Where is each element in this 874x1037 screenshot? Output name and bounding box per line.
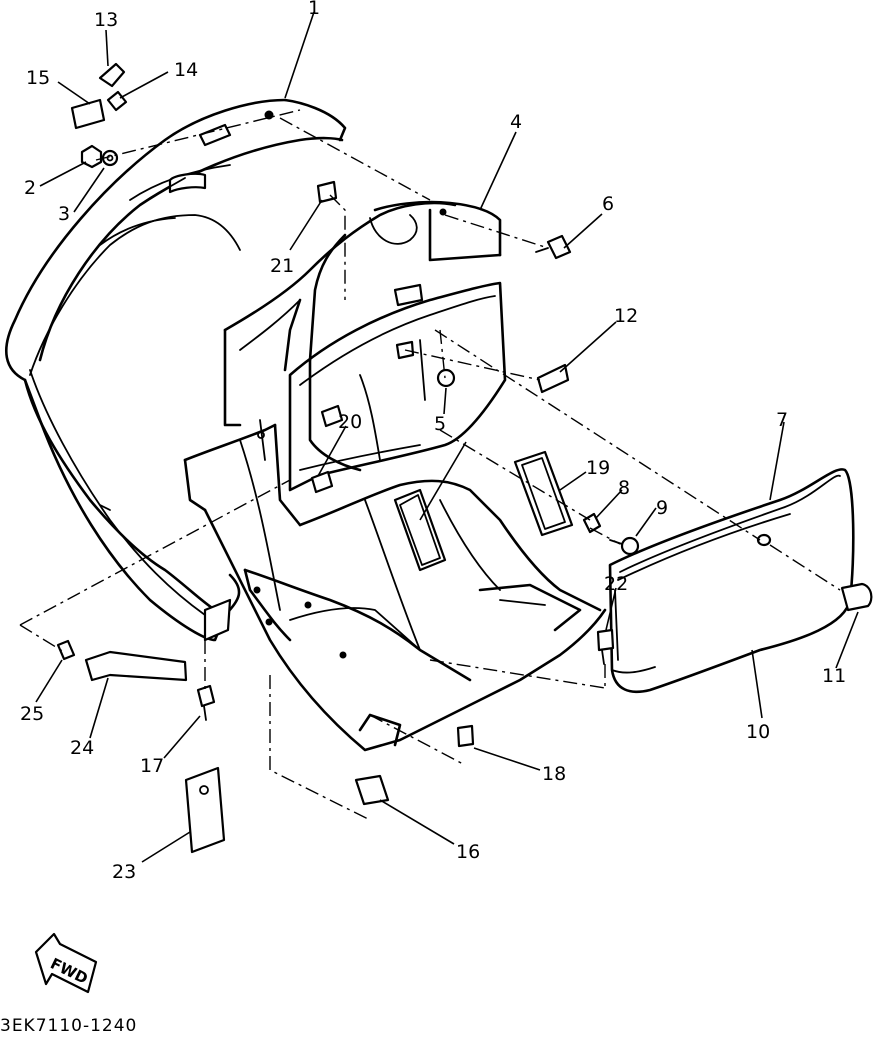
bracket-24 — [84, 650, 188, 682]
callout-12: 12 — [614, 305, 638, 327]
callout-5: 5 — [434, 413, 446, 435]
fwd-arrow-icon: FWD — [34, 932, 98, 994]
knob-11 — [840, 582, 873, 612]
callout-20: 20 — [338, 411, 362, 433]
callout-24: 24 — [70, 737, 94, 759]
grommet-5 — [436, 368, 456, 388]
clip-16 — [354, 774, 390, 806]
callout-13: 13 — [94, 9, 118, 31]
callout-10: 10 — [746, 721, 770, 743]
callout-17: 17 — [140, 755, 164, 777]
callout-22: 22 — [604, 573, 628, 595]
callout-19: 19 — [586, 457, 610, 479]
callout-23: 23 — [112, 861, 136, 883]
fastener-14 — [106, 90, 128, 112]
pad-23 — [184, 766, 226, 854]
bolt-18 — [456, 724, 475, 748]
callout-2: 2 — [24, 177, 36, 199]
callout-15: 15 — [26, 67, 50, 89]
screw-6 — [546, 234, 572, 260]
clip-13 — [98, 62, 126, 88]
plate-15 — [70, 98, 106, 130]
drawing-code: 3EK7110-1240 — [0, 1016, 138, 1036]
screw-25 — [56, 639, 76, 661]
clip-20 — [320, 404, 344, 428]
callout-11: 11 — [822, 665, 846, 687]
callout-6: 6 — [602, 193, 614, 215]
callout-3: 3 — [58, 203, 70, 225]
hardware-parts — [56, 62, 873, 854]
nut-2 — [80, 144, 103, 169]
leader-lines — [35, 11, 859, 863]
screw-9 — [620, 536, 640, 556]
seal-19 — [513, 450, 574, 537]
callout-21: 21 — [270, 255, 294, 277]
callout-16: 16 — [456, 841, 480, 863]
rivet-17 — [196, 684, 216, 708]
callout-1: 1 — [308, 0, 320, 19]
callout-4: 4 — [510, 111, 522, 133]
callout-25: 25 — [20, 703, 44, 725]
callout-14: 14 — [174, 59, 198, 81]
callout-labels: 1 2 3 4 5 6 7 8 9 10 11 12 13 14 15 16 1… — [20, 0, 846, 883]
callout-7: 7 — [776, 409, 788, 431]
callout-18: 18 — [542, 763, 566, 785]
glove-box-lid — [608, 468, 855, 694]
bolt-22 — [596, 628, 615, 652]
leg-shield-body — [5, 98, 607, 752]
callout-8: 8 — [618, 477, 630, 499]
callout-9: 9 — [656, 497, 668, 519]
